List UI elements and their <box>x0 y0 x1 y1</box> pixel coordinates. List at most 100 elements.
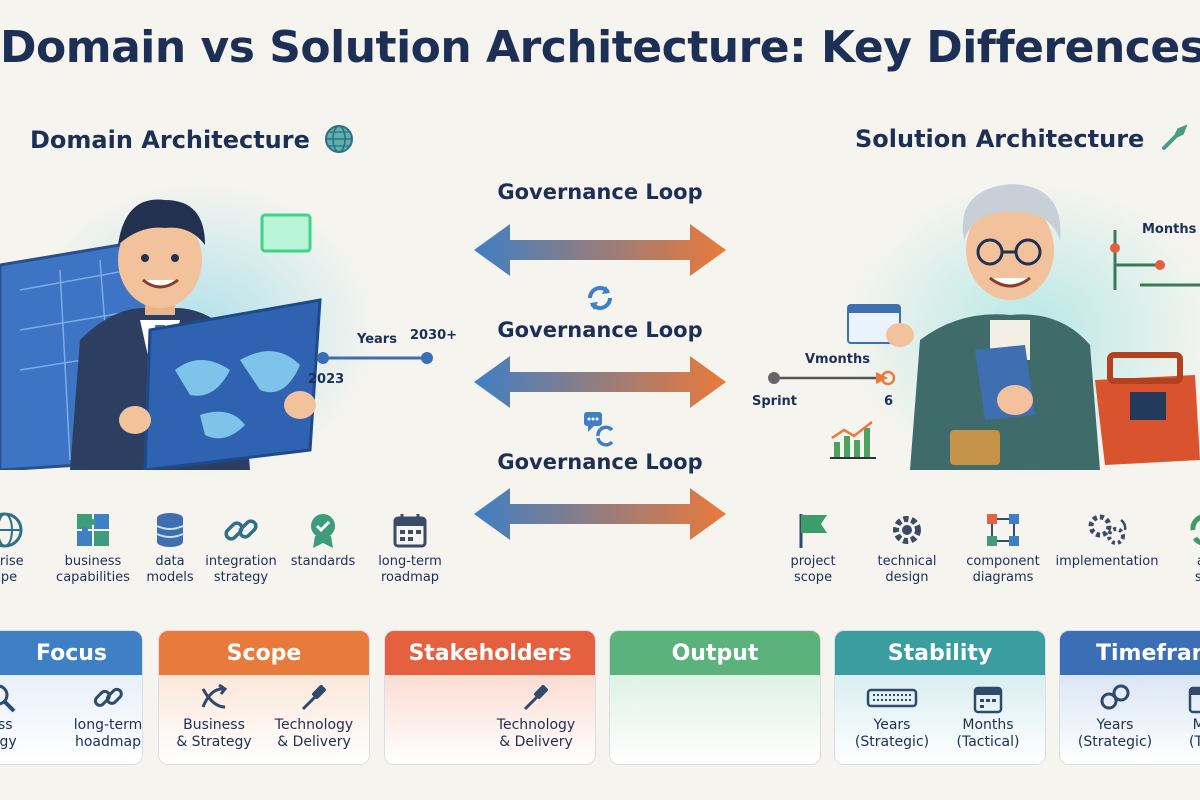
card-stakeholders: Stakeholders Technology & Delivery <box>384 630 596 765</box>
gears-icon <box>1088 514 1127 545</box>
domain-item-business-capabilities: business capabilities <box>38 510 148 586</box>
calendar-icon <box>393 514 427 548</box>
item-label: implementation <box>1055 554 1159 569</box>
link-icon <box>1100 684 1130 710</box>
card-cell-label: Technology & Delivery <box>496 717 576 750</box>
gear-icon <box>893 516 921 544</box>
database-icon <box>156 513 184 547</box>
card-cell-label: Business & Strategy <box>176 717 252 750</box>
badge-icon <box>311 514 335 548</box>
card-cell-label: Technology & Delivery <box>274 717 354 750</box>
governance-loop-label-2: Governance Loop <box>497 318 703 342</box>
card-cell: Years (Strategic) <box>1060 681 1170 751</box>
item-label: component diagrams <box>966 554 1040 585</box>
keyboard-icon <box>866 688 918 708</box>
card-title: Output <box>610 631 820 675</box>
months-label: Months <box>1142 222 1197 237</box>
calendar-icon <box>1188 686 1200 714</box>
flag-icon <box>799 514 827 548</box>
double-arrow-1 <box>474 224 726 276</box>
item-label: long-term roadmap <box>378 554 442 585</box>
arrows-icon <box>201 683 228 709</box>
solution-item-agile-sprints: ag spr <box>1150 510 1200 586</box>
domain-item-long-term-roadmap: long-term roadmap <box>355 510 465 586</box>
solution-item-implementation: implementation <box>1052 510 1162 570</box>
page-title: Domain vs Solution Architecture: Key Dif… <box>0 22 1200 73</box>
item-label: project scope <box>790 554 836 585</box>
card-cell: long-term hoadmap <box>53 681 143 751</box>
solution-heading-label: Solution Architecture <box>855 125 1145 153</box>
domain-heading-label: Domain Architecture <box>30 126 310 154</box>
solution-timeline-start-label: Sprint <box>752 394 798 409</box>
solution-timeline <box>768 370 896 386</box>
solution-heading: Solution Architecture <box>855 124 1187 153</box>
solution-timeline-end-label: 6 <box>884 394 894 409</box>
timeline-end-label: 2030+ <box>410 328 458 343</box>
domain-item-standards: standards <box>268 510 378 570</box>
item-label: data models <box>146 554 194 585</box>
item-label: standards <box>290 554 356 569</box>
solution-item-project-scope: project scope <box>758 510 868 586</box>
card-cell-label: ess tegy <box>0 717 17 750</box>
governance-loop-label-3: Governance Loop <box>497 450 703 474</box>
card-scope: Scope Business & Strategy Technology & D… <box>158 630 370 765</box>
solution-item-component-diagrams: component diagrams <box>948 510 1058 586</box>
screwdriver-icon <box>301 685 326 711</box>
diagram-icon <box>987 514 1019 546</box>
card-timeframe: Timefran Years (Strategic) Mo (Tac <box>1059 630 1200 765</box>
card-cell-label: Years (Strategic) <box>854 717 930 750</box>
card-title: Stakeholders <box>385 631 595 675</box>
domain-architect-illustration <box>0 199 322 470</box>
card-cell: Technology & Delivery <box>259 681 369 751</box>
item-label: technical design <box>877 554 937 585</box>
card-output: Output <box>609 630 821 765</box>
wrench-icon <box>1161 124 1187 150</box>
solution-item-technical-design: technical design <box>852 510 962 586</box>
card-cell: Months (Tactical) <box>933 681 1043 751</box>
card-title: Stability <box>835 631 1045 675</box>
domain-item-data-models: data models <box>115 510 225 586</box>
governance-loop-label-1: Governance Loop <box>497 180 703 204</box>
domain-item-integration-strategy: integration strategy <box>186 510 296 586</box>
card-title: Scope <box>159 631 369 675</box>
timeline-start-label: 2023 <box>308 372 345 387</box>
globe-icon <box>0 512 23 548</box>
card-cell-label: long-term hoadmap <box>73 717 143 750</box>
growth-chart-icon <box>830 421 876 459</box>
chat-sync-icon <box>584 412 614 447</box>
card-title: Focus <box>0 631 142 675</box>
globe-icon <box>325 125 354 153</box>
double-arrow-2 <box>474 356 726 408</box>
card-cell: Mo (Tac <box>1148 681 1200 751</box>
calendar-icon <box>973 686 1003 714</box>
cycle-icon <box>1190 514 1200 546</box>
solution-architect-illustration <box>847 184 1200 470</box>
card-stability: Stability Years (Strategic) Months (Tact… <box>834 630 1046 765</box>
domain-heading: Domain Architecture <box>30 124 354 154</box>
card-focus: Focus ess tegy long-term hoadmap <box>0 630 143 765</box>
timeline-mid-label: Years <box>357 332 397 347</box>
card-cell: Business & Strategy <box>159 681 269 751</box>
domain-timeline <box>317 352 433 364</box>
card-cell-label: Mo (Tac <box>1189 717 1200 750</box>
item-label: ag spr <box>1194 554 1200 585</box>
link-icon <box>93 687 123 707</box>
card-cell: Years (Strategic) <box>837 681 947 751</box>
search-icon <box>0 684 16 713</box>
screwdriver-icon <box>523 685 548 711</box>
puzzle-icon <box>77 514 109 546</box>
item-label: integration strategy <box>205 554 277 585</box>
card-cell-label: Months (Tactical) <box>956 717 1020 750</box>
card-title: Timefran <box>1060 631 1200 675</box>
card-cell-label: Years (Strategic) <box>1077 717 1153 750</box>
item-label: business capabilities <box>56 554 130 585</box>
item-label: rprise ope <box>0 554 24 585</box>
card-cell: ess tegy <box>0 681 56 751</box>
link-icon <box>224 519 258 541</box>
sync-icon <box>588 286 612 310</box>
card-cell: Technology & Delivery <box>481 681 591 751</box>
solution-timeline-mid-label: Vmonths <box>805 352 870 367</box>
double-arrow-3 <box>474 488 726 540</box>
domain-item-enterprise-scope: rprise ope <box>0 510 60 586</box>
